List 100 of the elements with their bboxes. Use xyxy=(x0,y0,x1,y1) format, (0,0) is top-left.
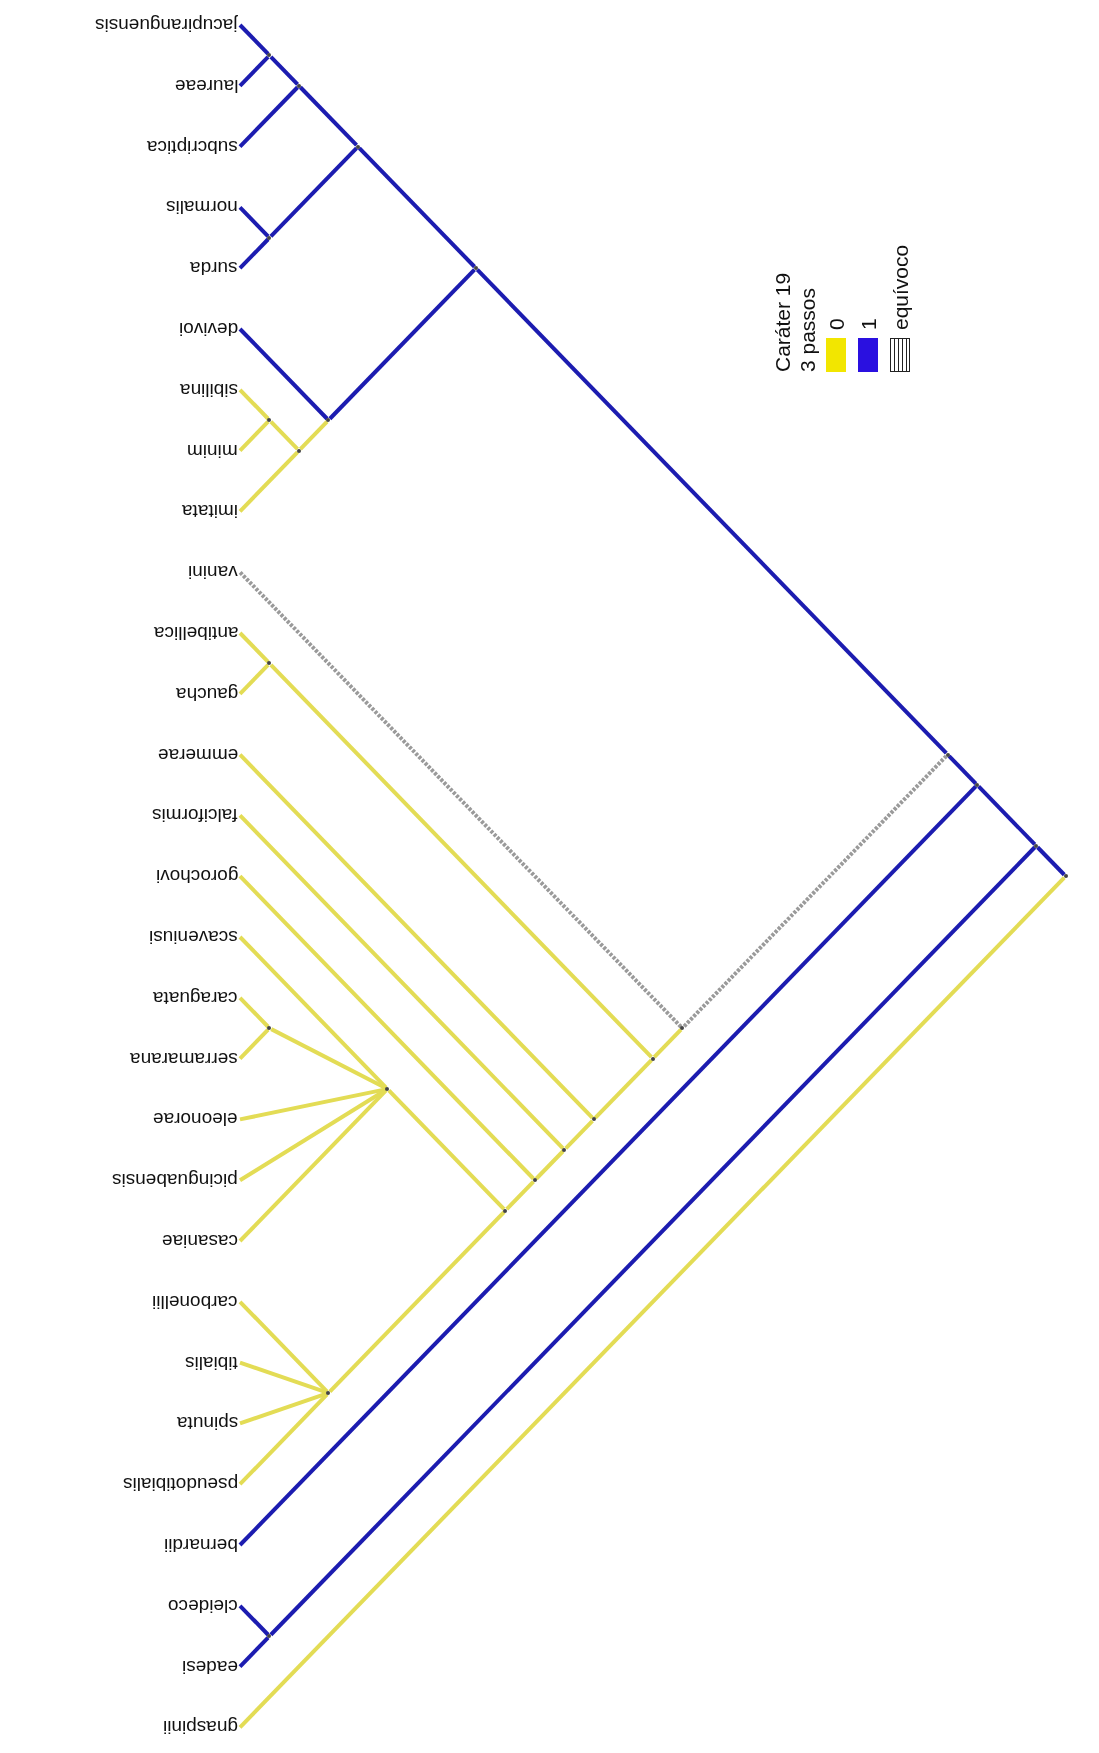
branch-line xyxy=(238,785,978,1547)
branch-line xyxy=(269,55,299,86)
taxon-label: minim xyxy=(187,438,240,463)
branch-node xyxy=(296,448,301,453)
taxon-label: pseudotibialis xyxy=(122,1472,240,1497)
branch-line xyxy=(593,1058,653,1120)
branch-node xyxy=(296,83,301,88)
branch-line xyxy=(298,420,329,451)
branch-line xyxy=(238,327,329,421)
taxon-label: picinguabensis xyxy=(112,1168,240,1193)
taxon-label: tibialis xyxy=(185,1350,240,1375)
branch-line xyxy=(238,1300,329,1393)
taxon-label: caraguata xyxy=(153,985,240,1010)
branch-node xyxy=(503,1208,508,1213)
branch-line xyxy=(505,1180,535,1211)
taxon-label: laureae xyxy=(174,73,240,98)
branch-line xyxy=(238,23,270,56)
taxon-label: falciformis xyxy=(152,803,240,828)
taxon-label: casaniae xyxy=(161,1229,240,1253)
taxon-label: gnaspinii xyxy=(163,1715,240,1740)
legend-title: 3 passos xyxy=(795,286,821,372)
branch-line xyxy=(270,1027,387,1090)
taxon-label: antibellica xyxy=(153,621,240,645)
taxon-label: scaveniusi xyxy=(149,925,240,949)
taxon-label: sibilina xyxy=(179,377,240,402)
branch-line xyxy=(238,663,270,696)
branch-line xyxy=(238,450,299,513)
branch-line xyxy=(328,1210,506,1393)
branch-node xyxy=(267,235,272,240)
branch-node xyxy=(650,1056,655,1061)
branch-node xyxy=(1034,843,1039,848)
branch-node xyxy=(385,1087,390,1091)
branch-line xyxy=(238,753,594,1120)
branch-line xyxy=(238,631,270,664)
branch-node xyxy=(267,418,272,423)
legend-label: 0 xyxy=(823,318,849,330)
taxon-label: spinuta xyxy=(176,1411,240,1436)
branch-line xyxy=(947,754,978,785)
taxon-label: gaucha xyxy=(175,681,240,706)
taxon-label: gorochovi xyxy=(155,864,240,889)
legend-label: 1 xyxy=(855,318,881,330)
branch-line xyxy=(682,754,948,1029)
branch-line xyxy=(387,1089,506,1211)
branch-line xyxy=(269,420,299,451)
branch-node xyxy=(975,783,980,787)
branch-line xyxy=(238,814,565,1150)
branch-line xyxy=(238,206,270,238)
branch-line xyxy=(238,1393,329,1486)
taxon-label: surda xyxy=(190,256,240,281)
branch-line xyxy=(269,663,653,1059)
taxon-label: emmerae xyxy=(157,742,240,767)
taxon-label: serramarana xyxy=(130,1046,240,1071)
branch-node xyxy=(326,1391,331,1395)
branch-line xyxy=(238,935,388,1089)
taxon-label: subcriptica xyxy=(147,134,240,159)
branch-node xyxy=(267,53,272,58)
branch-line xyxy=(298,85,358,147)
branch-line xyxy=(269,845,1037,1637)
branch-node xyxy=(562,1147,567,1152)
branch-line xyxy=(239,1087,386,1122)
branch-line xyxy=(239,1391,328,1426)
taxon-label: carbonellii xyxy=(152,1289,240,1314)
branch-line xyxy=(238,55,270,88)
branch-line xyxy=(238,85,299,148)
branch-line xyxy=(239,1360,328,1395)
branch-line xyxy=(238,1089,388,1243)
branch-line xyxy=(475,268,948,755)
taxon-label: eleonorae xyxy=(153,1107,240,1132)
branch-line xyxy=(238,874,535,1181)
branch-node xyxy=(326,418,331,423)
branch-line xyxy=(238,876,1066,1729)
branch-line xyxy=(238,388,270,421)
taxon-label: imitata xyxy=(182,499,240,524)
branch-node xyxy=(267,1026,272,1031)
taxon-label: bernardii xyxy=(164,1533,240,1557)
branch-node xyxy=(532,1178,537,1183)
legend-title: Caráter 19 xyxy=(770,271,795,372)
branch-node xyxy=(355,144,360,149)
taxon-label: vanini xyxy=(188,560,240,585)
branch-node xyxy=(473,266,478,271)
branch-node xyxy=(591,1117,596,1122)
branch-line xyxy=(328,268,476,421)
branch-line xyxy=(238,1604,270,1637)
branch-line xyxy=(534,1149,565,1181)
branch-node xyxy=(1063,874,1068,879)
taxon-label: eadesi xyxy=(182,1654,240,1679)
legend-label: equívoco xyxy=(887,244,913,330)
branch-line xyxy=(238,420,270,452)
branch-line xyxy=(238,1636,270,1668)
branch-node xyxy=(267,1634,272,1639)
branch-line xyxy=(238,570,683,1029)
taxon-label: cleideco xyxy=(168,1593,240,1618)
branch-line xyxy=(269,146,358,238)
branch-node xyxy=(680,1026,685,1031)
branch-line xyxy=(652,1028,683,1059)
branch-line xyxy=(357,146,476,269)
taxon-label: jacupiranguensis xyxy=(95,13,240,37)
branch-line xyxy=(977,785,1037,846)
branch-node xyxy=(945,752,950,757)
taxon-label: devivoi xyxy=(178,317,240,341)
